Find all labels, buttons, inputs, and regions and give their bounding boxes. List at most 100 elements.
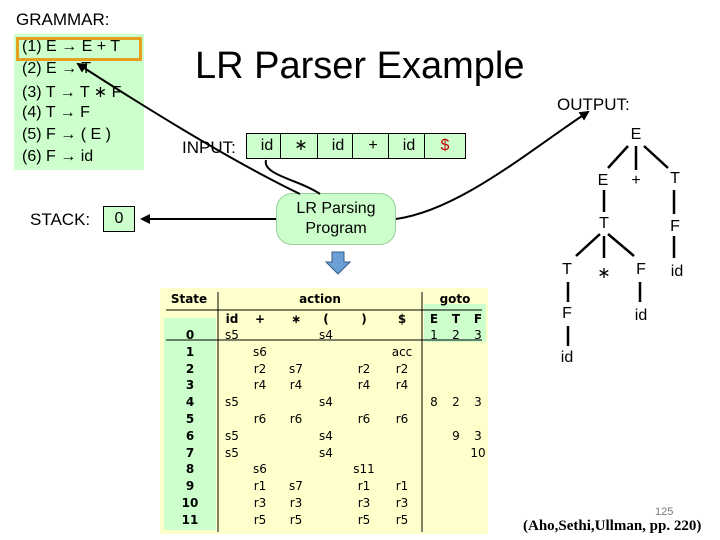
table-cell: r6	[253, 412, 267, 426]
table-row-state: 0	[185, 328, 195, 342]
current-rule-highlight	[16, 37, 142, 61]
table-cell: s5	[225, 395, 239, 410]
table-cell: s6	[253, 344, 267, 359]
program-to-table-arrow	[324, 251, 352, 275]
program-label-line2: Program	[305, 220, 367, 237]
table-cell: r3	[253, 496, 267, 510]
table-cell: r4	[289, 378, 303, 393]
tree-node-id: id	[560, 349, 574, 366]
table-row-state: 7	[185, 445, 195, 460]
parse-tree-edges	[566, 145, 676, 346]
tree-node-e: E	[597, 172, 609, 189]
table-column-header: T	[451, 312, 461, 326]
program-to-grammar-arrow	[76, 62, 301, 195]
tree-node-id: id	[634, 307, 648, 324]
tree-node-f: F	[636, 261, 646, 278]
table-cell: 1	[430, 328, 438, 342]
tree-node-t: T	[599, 215, 609, 232]
citation: (Aho,Sethi,Ullman, pp. 220)	[523, 518, 702, 534]
page-number: 125	[655, 506, 674, 518]
stack-label: STACK:	[30, 210, 91, 229]
table-cell: 3	[474, 328, 482, 342]
table-cell: 8	[430, 395, 438, 410]
table-row-state: 11	[181, 512, 199, 527]
table-cell: r4	[395, 378, 409, 393]
table-header-goto: goto	[439, 292, 471, 306]
table-row-state: 2	[185, 361, 195, 376]
tree-node-times: ∗	[597, 265, 611, 282]
table-cell: s5	[225, 328, 239, 342]
table-highlights	[164, 292, 486, 532]
table-cell: 9	[452, 428, 460, 443]
table-header-action: action	[299, 292, 341, 306]
table-cell: r1	[253, 479, 267, 494]
table-cell: r6	[289, 412, 303, 426]
table-cell: s4	[319, 328, 333, 342]
tree-node-t: T	[670, 170, 680, 187]
table-cell: s4	[319, 428, 333, 443]
table-cell: s5	[225, 428, 239, 443]
table-cell: r3	[357, 496, 371, 510]
table-cell: r5	[253, 512, 267, 527]
table-header-state: State	[170, 292, 208, 306]
table-column-header: )	[361, 312, 367, 326]
tree-node-t: T	[562, 261, 572, 278]
grammar-rule-3: (3) T → T ∗ F	[22, 84, 122, 101]
table-cell: r2	[357, 361, 371, 376]
table-cell: acc	[391, 344, 413, 359]
table-row-state: 9	[185, 479, 195, 494]
input-token: +	[352, 133, 394, 159]
input-end-marker: $	[424, 133, 466, 159]
table-column-header: $	[397, 312, 407, 326]
table-column-header: id	[225, 312, 239, 326]
program-label-line1: LR Parsing	[296, 200, 376, 217]
table-cell: r1	[395, 479, 409, 494]
table-cell: r3	[395, 496, 409, 510]
table-row-state: 8	[185, 462, 195, 477]
table-cell: r4	[357, 378, 371, 393]
tree-node-f: F	[562, 305, 572, 322]
tree-node-plus: +	[631, 172, 641, 189]
tree-node-id: id	[670, 263, 684, 280]
table-cell: r5	[395, 512, 409, 527]
table-cell: s6	[253, 462, 267, 477]
table-cell: r5	[289, 512, 303, 527]
table-cell: r6	[395, 412, 409, 426]
table-cell: 3	[474, 428, 482, 443]
table-cell: 2	[452, 395, 460, 410]
table-column-header: F	[473, 312, 483, 326]
tree-node-e-root: E	[630, 126, 642, 143]
table-cell: r3	[289, 496, 303, 510]
table-row-state: 6	[185, 428, 195, 443]
table-row-state: 3	[185, 378, 195, 393]
input-token: ∗	[280, 133, 322, 159]
table-cell: s7	[289, 479, 303, 494]
table-row-state: 10	[181, 496, 199, 510]
table-cell: s5	[225, 445, 239, 460]
table-cell: s4	[319, 445, 333, 460]
table-cell: r6	[357, 412, 371, 426]
page-title: LR Parser Example	[195, 45, 525, 87]
table-cell: 2	[452, 328, 460, 342]
table-column-header: +	[254, 312, 266, 326]
table-cell: r2	[395, 361, 409, 376]
table-column-header: (	[323, 312, 329, 326]
tree-node-f: F	[670, 218, 680, 235]
table-cell: s4	[319, 395, 333, 410]
output-label: OUTPUT:	[557, 95, 630, 114]
table-cell: s7	[289, 361, 303, 376]
table-cell: r2	[253, 361, 267, 376]
grammar-box: (1) E → E + T (2) E → T (3) T → T ∗ F (4…	[14, 34, 144, 170]
grammar-title: GRAMMAR:	[16, 10, 110, 29]
grammar-rule-1: (1) E → E + T	[22, 38, 120, 55]
table-row-state: 5	[185, 412, 195, 426]
table-cell: 3	[474, 395, 482, 410]
grammar-rule-4: (4) T → F	[22, 104, 90, 121]
grammar-rule-5: (5) F → ( E )	[22, 126, 111, 143]
table-cell: s11	[353, 462, 375, 477]
table-row-state: 1	[185, 344, 195, 359]
table-cell: r5	[357, 512, 371, 527]
table-row-state: 4	[185, 395, 195, 410]
